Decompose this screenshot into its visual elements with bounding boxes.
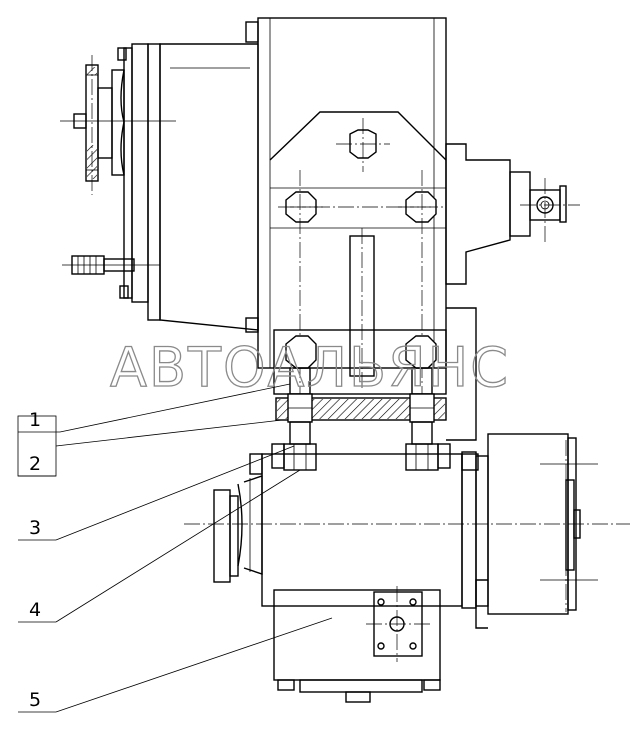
callout-1: 1 (29, 409, 41, 431)
studs-and-nuts (271, 421, 451, 471)
right-upper-housing (445, 143, 580, 441)
callout-2: 2 (29, 453, 41, 475)
right-drive-unit (475, 433, 598, 629)
gasket-plate (275, 393, 447, 423)
callout-5: 5 (29, 689, 41, 711)
mounting-plate (366, 586, 430, 662)
callout-4: 4 (29, 599, 41, 621)
transfer-case-body (257, 17, 447, 420)
callout-leaders (17, 383, 333, 713)
pump-housing (159, 21, 259, 333)
drive-flange (213, 475, 263, 583)
hose-fitting (62, 255, 160, 275)
callout-3: 3 (29, 517, 41, 539)
pump-flange (60, 43, 176, 321)
lower-bolts-upper (273, 329, 447, 395)
watermark: АВТОАЛЬЯНС (110, 336, 510, 399)
lower-housing (184, 451, 630, 703)
